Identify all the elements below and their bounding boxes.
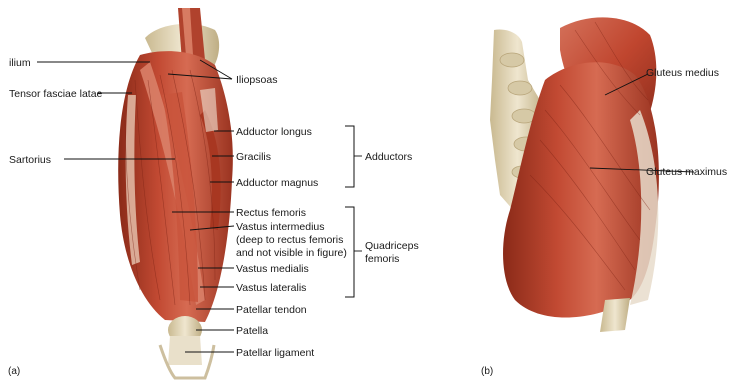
label-vastus-intermedius-note-1: (deep to rectus femoris (236, 234, 343, 246)
gluteal-illustration (490, 17, 659, 332)
label-gluteus-maximus: Gluteus maximus (646, 166, 727, 178)
label-adductors-group: Adductors (365, 151, 412, 163)
label-gracilis: Gracilis (236, 151, 271, 163)
label-adductor-magnus: Adductor magnus (236, 177, 318, 189)
label-vastus-intermedius: Vastus intermedius (236, 221, 325, 233)
panel-a-label: (a) (8, 366, 20, 377)
label-iliopsoas: Iliopsoas (236, 74, 277, 86)
thigh-illustration (118, 8, 233, 378)
label-patella: Patella (236, 325, 268, 337)
label-tensor-fasciae-latae: Tensor fasciae latae (9, 88, 103, 100)
label-ilium: ilium (9, 57, 31, 69)
label-rectus-femoris: Rectus femoris (236, 207, 306, 219)
label-vastus-lateralis: Vastus lateralis (236, 282, 306, 294)
group-brackets (345, 126, 362, 297)
label-patellar-ligament: Patellar ligament (236, 347, 314, 359)
label-quadriceps-group-2: femoris (365, 253, 399, 265)
label-quadriceps-group-1: Quadriceps (365, 240, 419, 252)
label-vastus-medialis: Vastus medialis (236, 263, 309, 275)
panel-b-label: (b) (481, 366, 493, 377)
label-adductor-longus: Adductor longus (236, 126, 312, 138)
label-sartorius: Sartorius (9, 154, 51, 166)
label-vastus-intermedius-note-2: and not visible in figure) (236, 247, 347, 259)
label-patellar-tendon: Patellar tendon (236, 304, 307, 316)
label-gluteus-medius: Gluteus medius (646, 67, 719, 79)
